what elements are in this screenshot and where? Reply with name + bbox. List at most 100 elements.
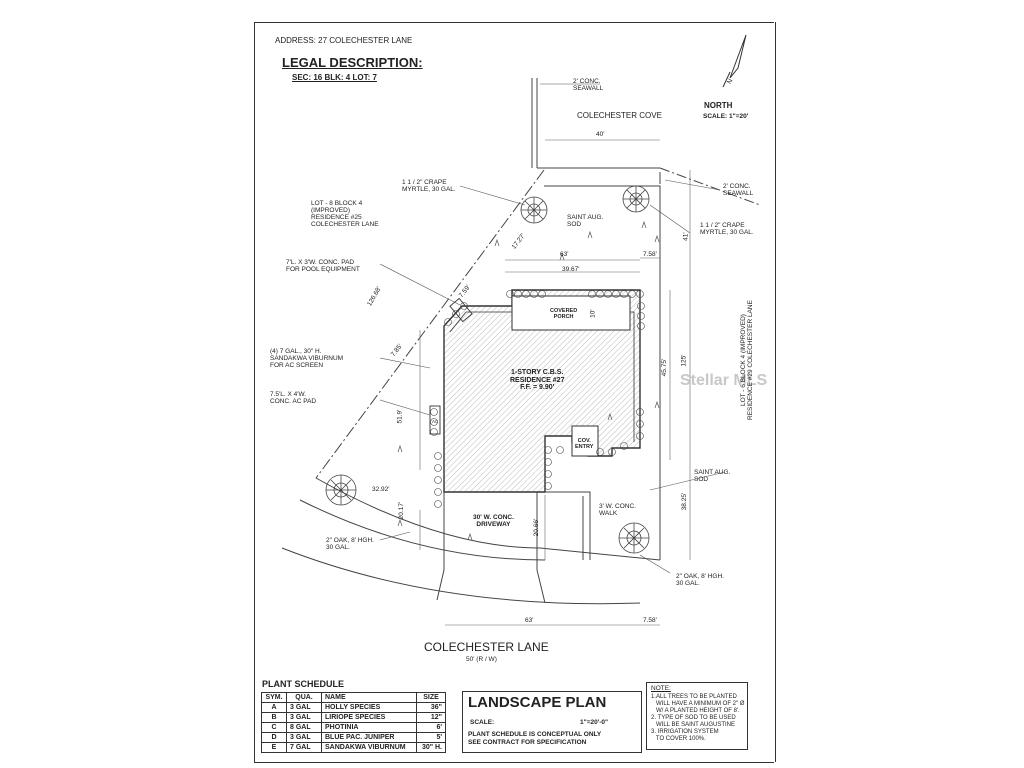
driveway	[436, 491, 591, 604]
cell-name: PHOTINIA	[321, 722, 417, 733]
crape-myrtle-label-left: 1 1 / 2" CRAPE MYRTLE, 30 GAL.	[402, 179, 456, 194]
cell-sym: D	[261, 732, 287, 743]
north-label: NORTH	[704, 101, 733, 110]
cell-name: BLUE PAC. JUNIPER	[321, 732, 417, 743]
scale-value: 1"=20'-0"	[580, 719, 609, 726]
cell-sym: C	[261, 722, 287, 733]
dim-3825: 38.25'	[681, 492, 689, 511]
table-row: A 3 GAL HOLLY SPECIES 36"	[261, 702, 446, 713]
residence-label: 1-STORY C.B.S. RESIDENCE #27 F.F. = 9.90…	[510, 369, 565, 392]
cell-size: 12"	[416, 712, 446, 723]
dim-758-bottom: 7.58'	[643, 617, 657, 624]
oak-label-right: 2" OAK, 8' HGH. 30 GAL.	[676, 573, 724, 588]
scale-label: SCALE:	[470, 719, 495, 726]
schedule-note-1: PLANT SCHEDULE IS CONCEPTUAL ONLY	[468, 731, 602, 738]
dim-4575: 45.75'	[661, 358, 669, 377]
note-line: W/ A PLANTED HEIGHT OF 8'.	[651, 708, 740, 714]
notes-box	[646, 682, 748, 750]
drawing-sheet	[254, 22, 776, 762]
legal-description-title: LEGAL DESCRIPTION:	[282, 55, 423, 70]
dim-3967: 39.67'	[562, 266, 580, 273]
ac-label: AC	[432, 419, 439, 424]
colechester-cove-label: COLECHESTER COVE	[577, 111, 662, 120]
cov-entry-label: COV. ENTRY	[575, 438, 594, 451]
ac-pad-label: 7.5'L. X 4'W. CONC. AC PAD	[270, 391, 317, 406]
lot-outline	[281, 185, 661, 605]
shrub-row	[430, 290, 645, 508]
header-sym: SYM.	[261, 692, 287, 703]
notes-title: NOTE:	[651, 685, 671, 692]
house-footprint	[443, 289, 641, 493]
cell-qua: 3 GAL	[286, 712, 322, 723]
lot-8-label: LOT - 8 BLOCK 4 (IMPROVED) RESIDENCE #25…	[311, 200, 379, 229]
leader-lines	[379, 83, 726, 574]
cell-qua: 8 GAL	[286, 722, 322, 733]
dim-2017: 20.17'	[398, 501, 406, 520]
dimension-lines	[419, 139, 691, 626]
watermark: Stellar MLS	[680, 372, 768, 389]
cell-sym: B	[261, 712, 287, 723]
lot-6-label: LOT - 6 BLOCK 4 (IMPROVED) RESIDENCE #29…	[740, 300, 755, 420]
title-block	[462, 691, 642, 753]
sod-label-right: SAINT AUG. SOD	[694, 469, 731, 484]
cell-size: 36"	[416, 702, 446, 713]
crape-myrtle-label-right: 1 1 / 2" CRAPE MYRTLE, 30 GAL.	[700, 222, 754, 237]
cell-name: SANDAKWA VIBURNUM	[321, 742, 417, 753]
note-line: 1.ALL TREES TO BE PLANTED	[651, 694, 737, 700]
dim-519: 51.9'	[396, 409, 404, 424]
cell-name: LIRIOPE SPECIES	[321, 712, 417, 723]
cell-name: HOLLY SPECIES	[321, 702, 417, 713]
cell-size: 6'	[416, 722, 446, 733]
plant-schedule-table: SYM. QUA. NAME SIZE A 3 GAL HOLLY SPECIE…	[261, 692, 446, 753]
cell-size: 5'	[416, 732, 446, 743]
tree-symbols	[325, 185, 650, 554]
ac-pad	[429, 405, 441, 435]
cell-qua: 3 GAL	[286, 702, 322, 713]
cell-qua: 7 GAL	[286, 742, 322, 753]
sod-tufts	[397, 220, 660, 541]
table-row: C 8 GAL PHOTINIA 6'	[261, 722, 446, 733]
table-row: D 3 GAL BLUE PAC. JUNIPER 5'	[261, 732, 446, 743]
dim-125: 125'	[680, 354, 688, 367]
schedule-note-2: SEE CONTRACT FOR SPECIFICATION	[468, 739, 587, 746]
dim-63-bottom: 63'	[525, 617, 534, 624]
dim-40: 40'	[596, 131, 605, 138]
plant-schedule-title: PLANT SCHEDULE	[262, 679, 345, 689]
lane-right-of-way: 50' (R / W)	[466, 656, 497, 663]
cell-sym: A	[261, 702, 287, 713]
seawall-line	[531, 78, 761, 206]
note-line: TO COVER 100%.	[651, 736, 706, 742]
address: ADDRESS: 27 COLECHESTER LANE	[275, 36, 413, 45]
sheet-bottom-border	[254, 762, 774, 763]
header-name: NAME	[321, 692, 417, 703]
north-arrow-icon	[722, 34, 747, 88]
seawall-label-right: 2' CONC. SEAWALL	[723, 183, 754, 198]
dim-2066: 20.66'	[533, 518, 541, 537]
note-line: WILL HAVE A MINIMUM OF 2" Ø	[651, 701, 745, 707]
dim-758-top: 7.58'	[643, 251, 657, 258]
table-row: B 3 GAL LIRIOPE SPECIES 12"	[261, 712, 446, 723]
covered-porch-label: COVERED PORCH	[550, 308, 578, 321]
oak-label-left: 2" OAK, 8' HGH. 30 GAL.	[326, 537, 374, 552]
landscape-plan-title: LANDSCAPE PLAN	[468, 694, 607, 711]
walk-label: 3' W. CONC. WALK	[599, 503, 636, 518]
note-line: 2. TYPE OF SOD TO BE USED	[651, 715, 736, 721]
table-header-row: SYM. QUA. NAME SIZE	[261, 692, 446, 703]
north-scale: SCALE: 1"=20'	[703, 113, 749, 120]
header-qua: QUA.	[286, 692, 322, 703]
table-row: E 7 GAL SANDAKWA VIBURNUM 30" H.	[261, 742, 446, 753]
cell-qua: 3 GAL	[286, 732, 322, 743]
dim-63-top: 63'	[560, 251, 569, 258]
sheet-top-border	[254, 22, 774, 23]
colechester-lane-label: COLECHESTER LANE	[424, 640, 549, 654]
header-size: SIZE	[416, 692, 446, 703]
dim-41: 41'	[682, 232, 690, 241]
viburnum-label: (4) 7 GAL., 30" H. SANDAKWA VIBURNUM FOR…	[270, 348, 344, 370]
cell-sym: E	[261, 742, 287, 753]
legal-description-sub: SEC: 16 BLK: 4 LOT: 7	[292, 73, 377, 82]
note-line: WILL BE SAINT AUGUSTINE	[651, 722, 736, 728]
note-line: 3. IRRIGATION SYSTEM	[651, 729, 719, 735]
seawall-label-top: 2' CONC. SEAWALL	[573, 78, 604, 93]
sod-label-top: SAINT AUG. SOD	[567, 214, 604, 229]
